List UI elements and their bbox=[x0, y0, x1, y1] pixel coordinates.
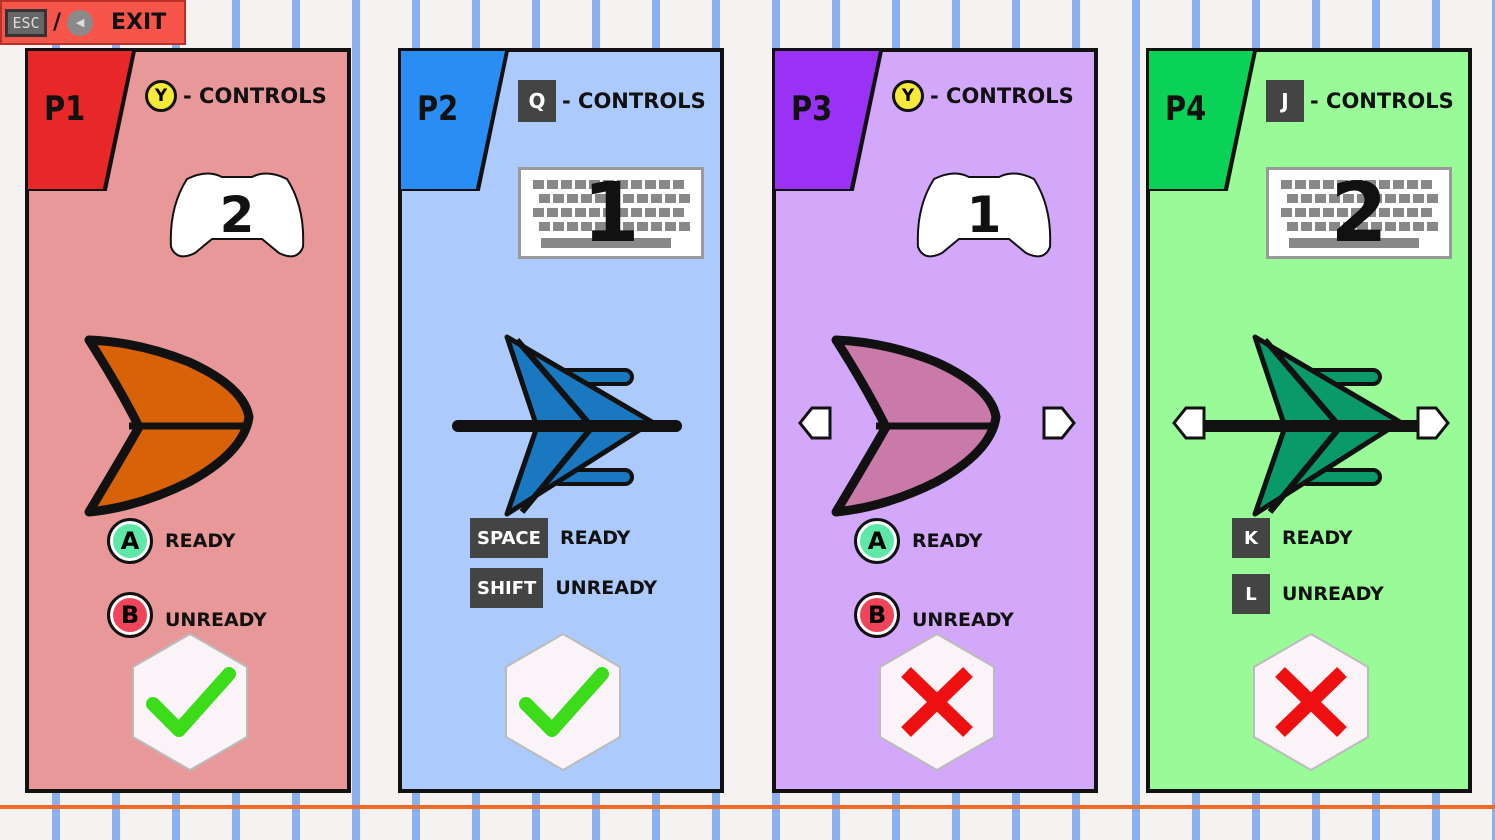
next-ship-arrow[interactable] bbox=[1042, 406, 1076, 440]
controls-hint: Q- CONTROLS bbox=[518, 80, 706, 122]
ready-hint: A READY bbox=[107, 518, 235, 564]
previous-ship-arrow[interactable] bbox=[798, 406, 832, 440]
ship-icon bbox=[452, 334, 682, 517]
ready-hint: SPACE READY bbox=[470, 518, 630, 558]
not-ready-x-icon bbox=[1253, 632, 1369, 772]
exit-button[interactable]: ESC / ◀ EXIT bbox=[0, 0, 186, 45]
esc-key-icon: ESC bbox=[5, 8, 47, 37]
gamepad-icon: 1 bbox=[914, 167, 1054, 262]
ship-icon bbox=[831, 335, 1001, 517]
controls-label: - CONTROLS bbox=[183, 84, 327, 108]
player-tag: P2 bbox=[401, 51, 505, 189]
ready-check-icon bbox=[132, 632, 248, 772]
key-icon: J bbox=[1266, 80, 1304, 122]
a-button-icon: A bbox=[107, 518, 153, 564]
player-label: P3 bbox=[791, 89, 833, 129]
player-label: P2 bbox=[417, 89, 459, 129]
unready-hint: L UNREADY bbox=[1232, 574, 1384, 614]
keyboard-icon: 1 bbox=[518, 165, 704, 261]
unready-key-icon: SHIFT bbox=[470, 568, 544, 608]
exit-label: EXIT bbox=[111, 10, 167, 35]
y-button-icon: Y bbox=[892, 80, 924, 112]
unready-label: UNREADY bbox=[555, 577, 658, 599]
separator: / bbox=[53, 10, 62, 35]
next-ship-arrow[interactable] bbox=[1416, 406, 1450, 440]
unready-key-icon: L bbox=[1232, 574, 1270, 614]
ready-key-icon: SPACE bbox=[470, 518, 548, 558]
controls-hint: J- CONTROLS bbox=[1266, 80, 1454, 122]
keyboard-icon: 2 bbox=[1266, 165, 1452, 261]
ready-hint: A READY bbox=[854, 518, 982, 564]
ship-icon bbox=[1200, 334, 1430, 517]
controls-label: - CONTROLS bbox=[1310, 89, 1454, 113]
previous-ship-arrow[interactable] bbox=[1172, 406, 1206, 440]
back-button-icon: ◀ bbox=[67, 9, 94, 36]
unready-hint: B UNREADY bbox=[107, 582, 267, 638]
floor-line bbox=[0, 805, 1495, 809]
ready-check-icon bbox=[505, 632, 621, 772]
controls-hint: Y- CONTROLS bbox=[145, 80, 327, 112]
unready-hint: B UNREADY bbox=[854, 582, 1014, 638]
ready-hint: K READY bbox=[1232, 518, 1352, 558]
device-number: 2 bbox=[1330, 165, 1388, 261]
unready-label: UNREADY bbox=[165, 609, 267, 631]
player-tag: P4 bbox=[1149, 51, 1253, 189]
ready-label: READY bbox=[912, 530, 983, 552]
controls-label: - CONTROLS bbox=[562, 89, 706, 113]
not-ready-x-icon bbox=[879, 632, 995, 772]
player-tag: P3 bbox=[775, 51, 879, 189]
ready-label: READY bbox=[165, 530, 236, 552]
a-button-icon: A bbox=[854, 518, 900, 564]
player-label: P4 bbox=[1165, 89, 1207, 129]
key-icon: Q bbox=[518, 80, 556, 122]
player-tag: P1 bbox=[28, 51, 132, 189]
ship-icon bbox=[84, 335, 254, 517]
device-number: 1 bbox=[582, 165, 640, 261]
ready-label: READY bbox=[559, 527, 631, 549]
unready-hint: SHIFT UNREADY bbox=[470, 568, 657, 608]
ready-label: READY bbox=[1282, 527, 1353, 549]
device-number: 1 bbox=[966, 185, 1002, 244]
unready-label: UNREADY bbox=[1282, 583, 1384, 605]
y-button-icon: Y bbox=[145, 80, 177, 112]
player-label: P1 bbox=[44, 89, 86, 129]
b-button-icon: B bbox=[854, 592, 900, 638]
unready-label: UNREADY bbox=[912, 609, 1014, 631]
ready-key-icon: K bbox=[1232, 518, 1270, 558]
controls-label: - CONTROLS bbox=[930, 84, 1074, 108]
b-button-icon: B bbox=[107, 592, 153, 638]
device-number: 2 bbox=[219, 185, 255, 244]
controls-hint: Y- CONTROLS bbox=[892, 80, 1074, 112]
gamepad-icon: 2 bbox=[167, 167, 307, 262]
